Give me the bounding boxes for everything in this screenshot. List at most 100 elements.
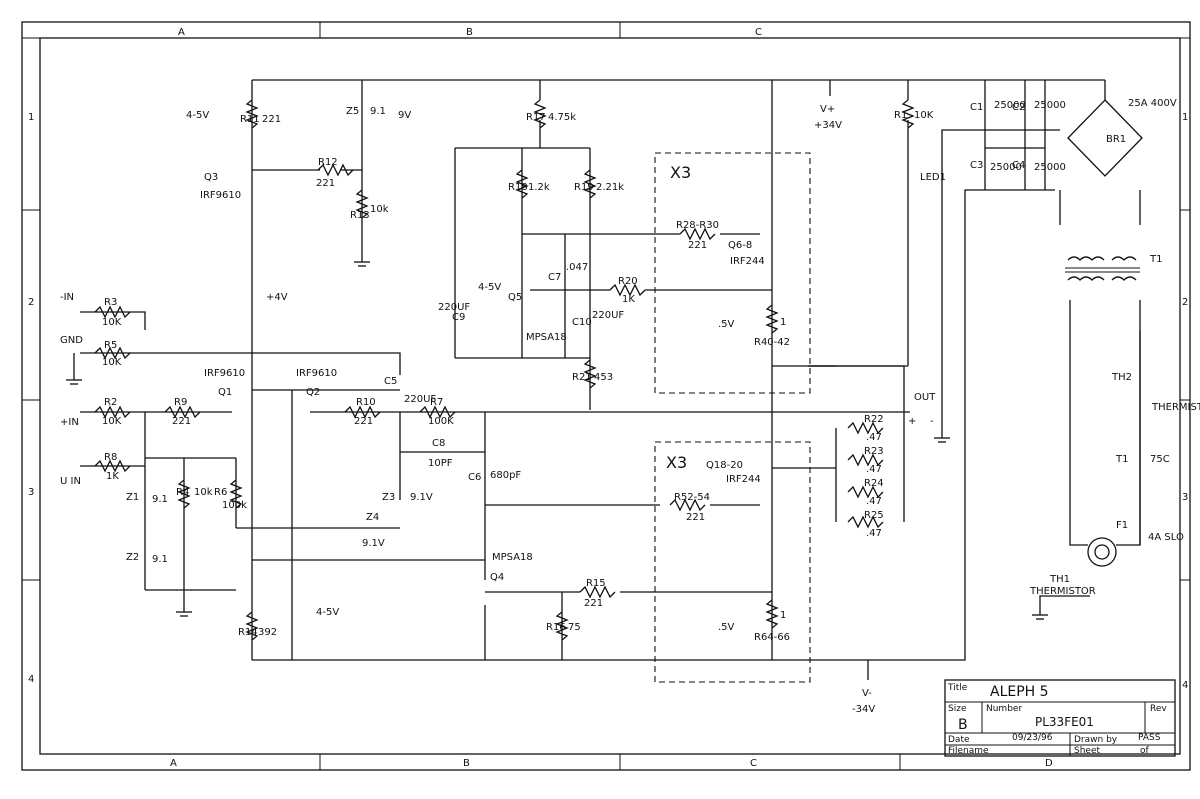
frame-row-2-right: 2 [1182,297,1188,308]
label-x3-bottom: X3 [666,453,687,472]
label-r4: R4 [176,487,189,498]
label-r16: R16 [546,622,566,633]
resistor-symbol [847,453,884,467]
label-bias-voltage-top: 4-5V [186,110,209,121]
resistor-symbols [94,99,915,641]
label-r19-value: 2.21k [596,182,624,193]
sheet-label: Sheet [1074,746,1100,756]
label-r10-value: 221 [354,416,373,427]
date-label: Date [948,735,970,745]
resistor-symbol [847,485,884,499]
label-c10-value: 220UF [592,310,624,321]
frame-col-b-top: B [466,27,473,38]
label-r1: R1 [894,110,907,121]
label-c7-value: .047 [566,262,588,273]
label-r13: R13 [350,210,370,221]
label-q4-type: MPSA18 [492,552,533,563]
label-z1-value: 9.1 [152,494,168,505]
label-half-volt-top: .5V [718,319,735,330]
label-r9: R9 [174,397,187,408]
label-out: OUT [914,392,936,403]
label-z4: Z4 [366,512,379,523]
label-r40-r42-value: 1 [780,317,786,328]
label-r5: R5 [104,340,117,351]
resistor-symbol [355,189,369,219]
resistor-symbol [583,359,597,389]
label-br1-value: 25A 400V [1128,98,1177,109]
frame-row-3-right: 3 [1182,492,1188,503]
label-r18: R18 [508,182,528,193]
label-r25: R25 [864,510,884,521]
drawing-date: 09/23/96 [1012,733,1053,743]
resistor-symbol [419,405,456,419]
label-r22: R22 [864,414,884,425]
label-q3: Q3 [204,172,218,183]
label-r6: R6 [214,487,227,498]
resistor-symbol [555,611,569,641]
frame-col-c-top: C [755,27,762,38]
label-c2-value: 25000 [1034,100,1066,111]
label-z2: Z2 [126,552,139,563]
label-r14: R14 [238,627,258,638]
label-q1-type: IRF9610 [204,368,245,379]
frame-col-d-bottom: D [1045,758,1053,769]
label-gnd: GND [60,335,83,346]
label-q18-q20-type: IRF244 [726,474,761,485]
resistor-symbol [901,99,915,129]
label-r4-value: 10k [194,487,213,498]
label-r8: R8 [104,452,117,463]
label-r12: R12 [318,157,338,168]
label-r16-value: 75 [568,622,581,633]
label-r10: R10 [356,397,376,408]
label-r2-value: 10K [102,416,122,427]
label-c10: C10 [572,317,592,328]
resistor-symbol [669,498,706,512]
frame-row-2: 2 [28,297,34,308]
label-r8-value: 1K [106,471,119,482]
resistor-symbol [583,169,597,199]
label-q4: Q4 [490,572,504,583]
ac-plug [1087,537,1117,567]
label-v-minus: V- [862,688,872,699]
label-r17: R17 [526,112,546,123]
label-z2-value: 9.1 [152,554,168,565]
label-c1: C1 [970,102,983,113]
label-q3-type: IRF9610 [200,190,241,201]
label-r24: R24 [864,478,884,489]
drawn-by-label: Drawn by [1074,735,1118,745]
label-th1: TH1 [1049,574,1070,585]
label-minus-in: -IN [60,292,74,303]
label-out-plus: + [908,416,916,427]
label-v-plus-value: +34V [814,120,842,131]
output-stage-box-top [654,152,811,394]
label-r21-value: 453 [594,372,613,383]
resistor-symbol [765,304,779,334]
label-c6: C6 [468,472,481,483]
transformer-t1 [1065,256,1140,281]
label-c1-value: 25000 [994,100,1026,111]
label-z5: Z5 [346,106,359,117]
label-r52-r54-value: 221 [686,512,705,523]
resistor-symbol [679,227,716,241]
label-r19: R19 [574,182,594,193]
bridge-rectifier [1067,80,1143,177]
label-r3-value: 10K [102,317,122,328]
label-led1: LED1 [920,172,946,183]
label-r25-value: .47 [866,528,882,539]
label-th2-thermistor: THERMISTOR [1151,402,1200,413]
label-q6-q8-type: IRF244 [730,256,765,267]
label-z1: Z1 [126,492,139,503]
label-r9-value: 221 [172,416,191,427]
label-r64-r66-value: 1 [780,610,786,621]
label-t1-switch: T1 [1115,454,1128,465]
label-bias-voltage-bottom: 4-5V [316,607,339,618]
label-r14-value: 392 [258,627,277,638]
label-z3-value: 9.1V [410,492,433,503]
label-c5-value: 220UF [404,394,436,405]
title-label: Title [947,683,968,693]
label-r28-r30-value: 221 [688,240,707,251]
label-c8-value: 10PF [428,458,453,469]
label-9v: 9V [398,110,411,121]
resistor-symbol [94,346,131,360]
